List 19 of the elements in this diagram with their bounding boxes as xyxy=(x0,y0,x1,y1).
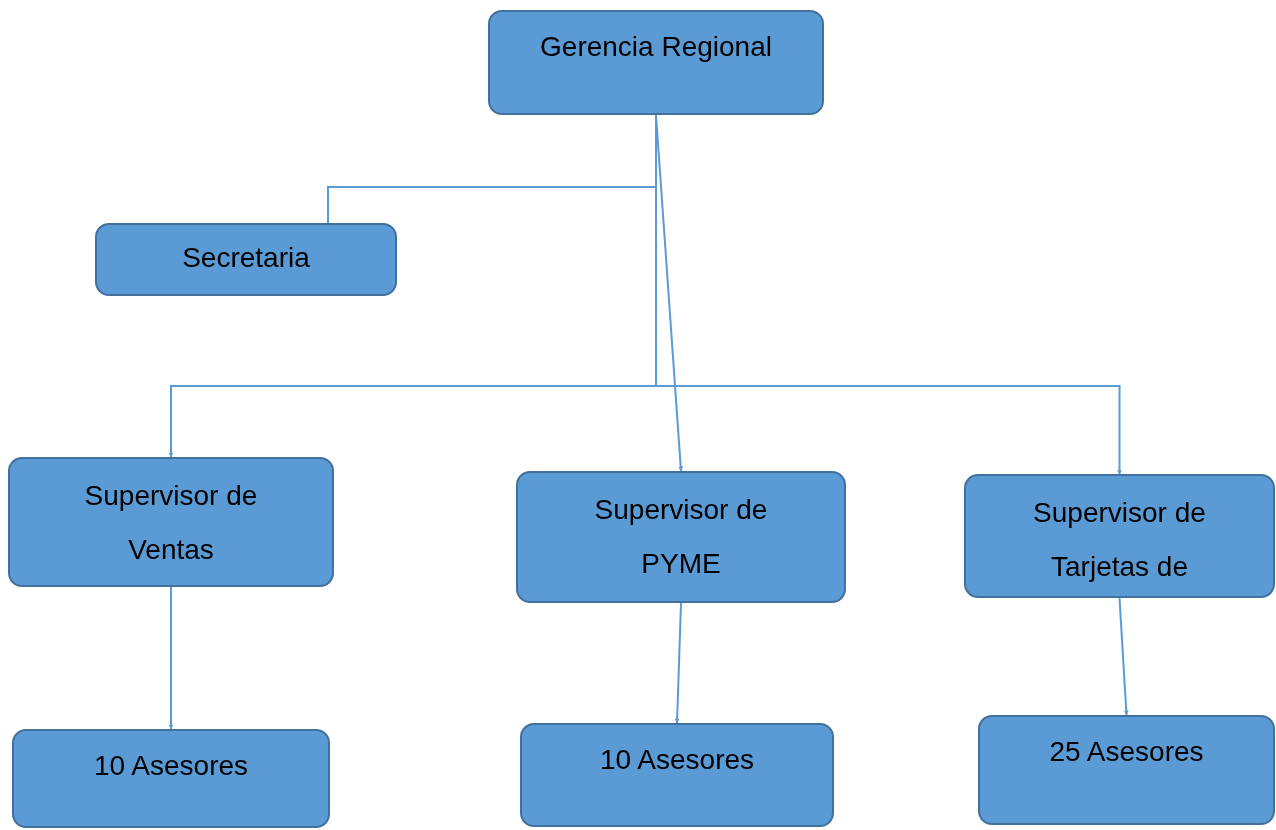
org-box xyxy=(964,474,1275,598)
box-label: Supervisor de PYME xyxy=(593,493,769,581)
arrow xyxy=(1118,597,1129,716)
arrow xyxy=(168,586,174,730)
org-box xyxy=(488,10,824,115)
org-box xyxy=(978,715,1275,825)
org-box xyxy=(95,223,397,296)
org-box xyxy=(520,723,834,827)
box-label: Supervisor de Ventas xyxy=(83,479,259,567)
org-box xyxy=(516,471,846,603)
arrow xyxy=(674,602,682,724)
box-label: Supervisor de Tarjetas de xyxy=(1032,496,1207,584)
org-box xyxy=(8,457,334,587)
box-label: 25 Asesores xyxy=(1049,735,1204,769)
box-label: 10 Asesores xyxy=(599,743,755,777)
box-label: Secretaria xyxy=(182,241,310,275)
box-label: 10 Asesores xyxy=(93,749,249,783)
org-box xyxy=(12,729,330,828)
box-label: Gerencia Regional xyxy=(540,30,772,64)
